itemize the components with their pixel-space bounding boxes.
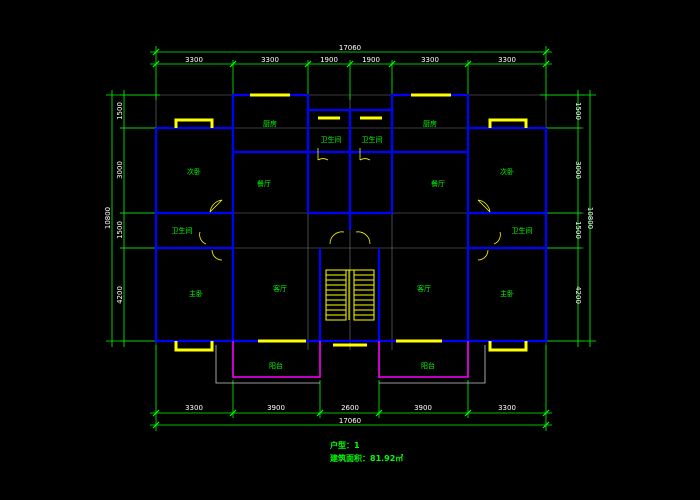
- dim-top-4: 1900: [362, 56, 380, 64]
- room-label-dining-left: 餐厅: [257, 179, 271, 188]
- dim-top-total: 17060: [339, 44, 361, 52]
- dim-bottom-total: 17060: [339, 417, 361, 425]
- dim-bottom-4: 3900: [414, 404, 432, 412]
- windows: [174, 93, 528, 352]
- dim-right-4: 4200: [574, 286, 582, 304]
- dim-bottom-3: 2600: [341, 404, 359, 412]
- room-label-dining-right: 餐厅: [431, 179, 445, 188]
- room-label-bathroom-top-left: 卫生间: [321, 135, 342, 144]
- axis-lines: [120, 94, 584, 350]
- dim-left-3: 1500: [116, 221, 124, 239]
- plan-caption: 户型：1 建筑面积：81.92㎡: [329, 440, 403, 463]
- room-label-balcony-right: 阳台: [421, 361, 435, 370]
- floor-area-label: 建筑面积：81.92㎡: [329, 453, 403, 463]
- room-label-kitchen-left: 厨房: [263, 119, 277, 128]
- room-label-bathroom-side-left: 卫生间: [172, 226, 193, 235]
- room-label-living-left: 客厅: [273, 284, 287, 293]
- room-label-kitchen-right: 厨房: [423, 119, 437, 128]
- room-label-bedroom-master-left: 主卧: [189, 289, 203, 298]
- dim-left-2: 3000: [116, 161, 124, 179]
- room-label-balcony-left: 阳台: [269, 361, 283, 370]
- staircase: [325, 269, 375, 321]
- dim-right-2: 3000: [574, 161, 582, 179]
- dim-top-5: 3300: [421, 56, 439, 64]
- dim-bottom-5: 3300: [498, 404, 516, 412]
- dim-left-4: 4200: [116, 286, 124, 304]
- balcony-outline: [215, 345, 486, 384]
- room-label-bedroom-master-right: 主卧: [500, 289, 514, 298]
- dim-top-1: 3300: [185, 56, 203, 64]
- left-dimension-labels: 1500 3000 1500 4200 10800: [104, 102, 124, 304]
- dim-top-2: 3300: [261, 56, 279, 64]
- dim-left-total: 10800: [104, 207, 112, 229]
- dim-left-1: 1500: [116, 102, 124, 120]
- walls: [154, 93, 548, 343]
- doors: [199, 148, 501, 261]
- dim-right-total: 10800: [586, 207, 594, 229]
- dimension-lines: [106, 46, 596, 431]
- top-dimension-labels: 3300 3300 1900 1900 3300 3300 17060: [185, 44, 516, 64]
- room-label-bathroom-side-right: 卫生间: [512, 226, 533, 235]
- dim-top-6: 3300: [498, 56, 516, 64]
- room-label-bedroom-secondary-left: 次卧: [187, 167, 201, 176]
- room-label-bathroom-top-right: 卫生间: [362, 135, 383, 144]
- dim-right-1: 1500: [574, 102, 582, 120]
- right-dimension-labels: 1500 3000 1500 4200 10800: [574, 102, 594, 304]
- dimension-ticks: [152, 48, 550, 429]
- dim-bottom-2: 3900: [267, 404, 285, 412]
- dim-bottom-1: 3300: [185, 404, 203, 412]
- unit-type-label: 户型：1: [330, 440, 360, 450]
- room-label-living-right: 客厅: [417, 284, 431, 293]
- dim-right-3: 1500: [574, 221, 582, 239]
- dim-top-3: 1900: [320, 56, 338, 64]
- balconies: [232, 341, 469, 378]
- room-labels: 厨房 厨房 卫生间 卫生间 次卧 次卧 餐厅 餐厅 卫生间 卫生间 主卧 主卧 …: [172, 119, 533, 370]
- bottom-dimension-labels: 3300 3900 2600 3900 3300 17060: [185, 404, 516, 425]
- room-label-bedroom-secondary-right: 次卧: [500, 167, 514, 176]
